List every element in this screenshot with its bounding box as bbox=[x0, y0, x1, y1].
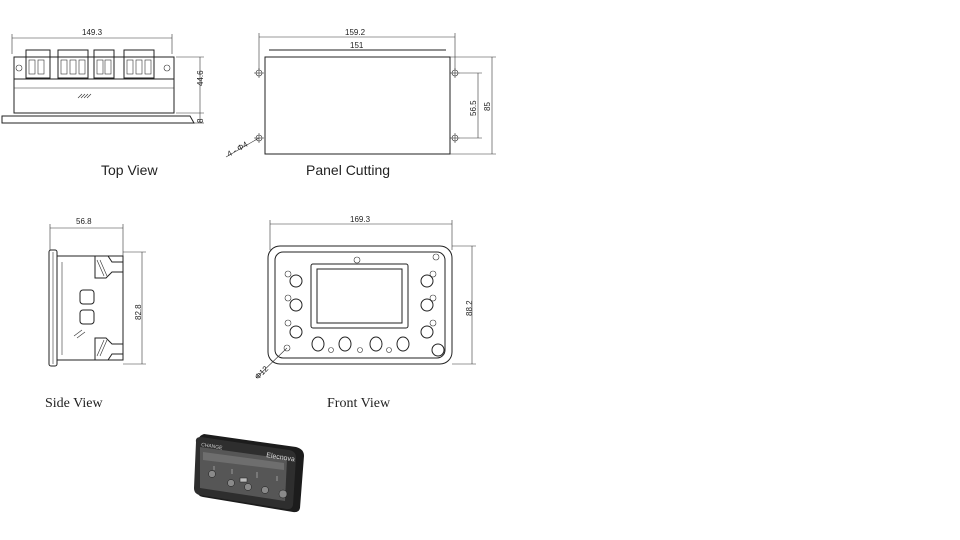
side-depth-label: 56.8 bbox=[76, 217, 92, 226]
product-photo: CHANGE Elecnova bbox=[194, 434, 304, 513]
top-flange-label: 8 bbox=[196, 118, 205, 123]
front-left-keys bbox=[283, 270, 303, 352]
top-height-label: 44.6 bbox=[196, 70, 205, 86]
side-view: 56.8 82.8 Side View bbox=[45, 217, 146, 411]
photo-keys bbox=[208, 470, 288, 499]
panel-cutting-view: 159.2 151 4 - Φ4 56.5 85 Panel Cutting bbox=[226, 28, 496, 178]
front-view: 169.3 bbox=[253, 215, 476, 411]
panel-holes bbox=[254, 68, 460, 143]
photo-model-label: Elecnova bbox=[266, 452, 296, 463]
panel-inner-height-label: 56.5 bbox=[469, 100, 478, 116]
photo-brand-label: CHANGE bbox=[201, 442, 224, 451]
top-view: 149.3 bbox=[1, 28, 205, 178]
side-view-caption: Side View bbox=[45, 396, 104, 411]
terminal-screws bbox=[28, 59, 152, 75]
panel-cutting-caption: Panel Cutting bbox=[306, 162, 390, 178]
panel-cut-width-label: 151 bbox=[350, 41, 364, 50]
panel-hole-label: 4 - Φ4 bbox=[226, 139, 250, 158]
front-width-label: 169.3 bbox=[350, 215, 371, 224]
panel-outer-width-label: 159.2 bbox=[345, 28, 366, 37]
photo-indicator-lines bbox=[213, 466, 278, 481]
front-view-caption: Front View bbox=[327, 396, 391, 411]
front-height-label: 88.2 bbox=[465, 300, 474, 316]
panel-outer-height-label: 85 bbox=[483, 102, 492, 111]
top-width-label: 149.3 bbox=[82, 28, 103, 37]
top-view-caption: Top View bbox=[101, 162, 158, 178]
front-right-keys bbox=[420, 253, 445, 357]
side-height-label: 82.8 bbox=[134, 304, 143, 320]
front-bottom-keys bbox=[311, 336, 410, 353]
